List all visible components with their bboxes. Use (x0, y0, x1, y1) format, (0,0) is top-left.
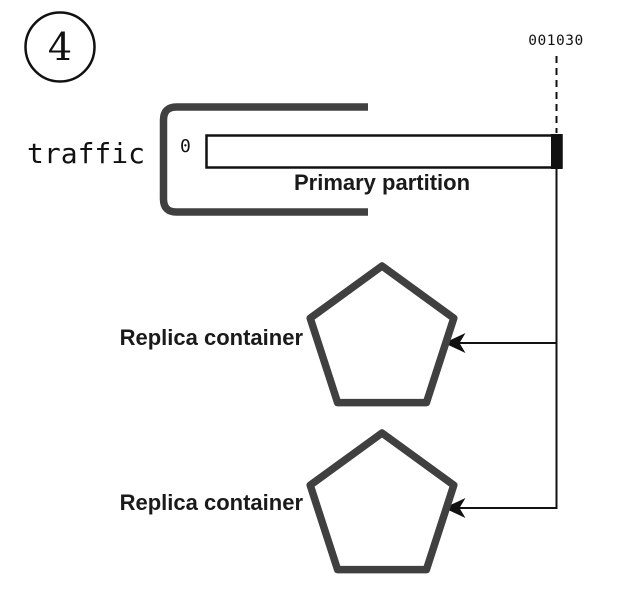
replica1-pentagon (306, 262, 458, 407)
offset-label: 001030 (528, 33, 584, 49)
primary-partition-label: Primary partition (293, 170, 471, 195)
replica1-arrowhead (444, 333, 466, 353)
step-badge-circle (24, 11, 96, 83)
primary-partition-bar (205, 134, 563, 169)
traffic-bracket (159, 103, 368, 216)
replica2-arrowhead (444, 498, 466, 518)
partition-index-label: 0 (180, 136, 191, 157)
connector-replica2-line (459, 506, 558, 509)
partition-offset-marker (551, 134, 563, 169)
traffic-label: traffic (27, 137, 146, 170)
step-number: 4 (47, 25, 73, 69)
replica2-label: Replica container (119, 490, 303, 515)
replica2-pentagon (306, 429, 458, 574)
replica1-label: Replica container (119, 325, 303, 350)
